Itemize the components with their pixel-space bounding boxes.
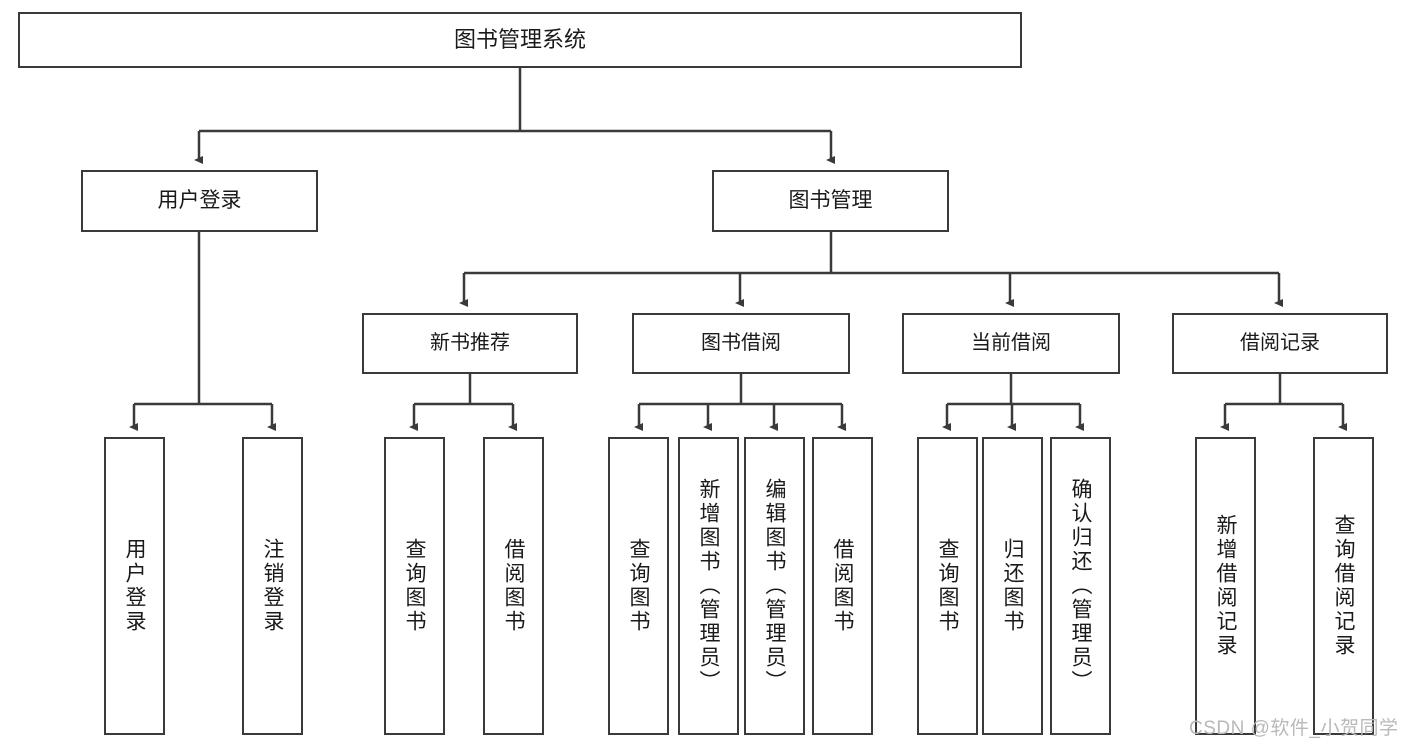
leaf-query-book-borrow[interactable]: 查询图书 [608, 437, 669, 735]
leaf-query-book-current[interactable]: 查询图书 [917, 437, 978, 735]
node-root-system[interactable]: 图书管理系统 [18, 12, 1022, 68]
node-label: 新增借阅记录 [1214, 514, 1237, 658]
node-borrow-record[interactable]: 借阅记录 [1172, 313, 1388, 374]
node-book-management[interactable]: 图书管理 [712, 170, 949, 232]
leaf-confirm-return-admin[interactable]: 确认归还（管理员） [1050, 437, 1111, 735]
node-label: 图书管理系统 [453, 27, 586, 53]
leaf-logout-login[interactable]: 注销登录 [242, 437, 303, 735]
node-label: 当前借阅 [971, 331, 1051, 354]
leaf-user-login[interactable]: 用户登录 [104, 437, 165, 735]
node-book-borrow[interactable]: 图书借阅 [632, 313, 850, 374]
node-label: 用户登录 [123, 538, 146, 634]
node-label: 查询图书 [403, 538, 426, 634]
node-label: 图书借阅 [701, 331, 781, 354]
leaf-query-book-recommend[interactable]: 查询图书 [384, 437, 445, 735]
leaf-borrow-book[interactable]: 借阅图书 [812, 437, 873, 735]
node-label: 查询图书 [627, 538, 650, 634]
leaf-return-book[interactable]: 归还图书 [982, 437, 1043, 735]
node-current-borrow[interactable]: 当前借阅 [902, 313, 1120, 374]
node-label: 用户登录 [157, 188, 242, 212]
node-label: 编辑图书（管理员） [763, 478, 786, 694]
node-label: 借阅图书 [831, 538, 854, 634]
node-new-book-recommend[interactable]: 新书推荐 [362, 313, 578, 374]
leaf-borrow-book-recommend[interactable]: 借阅图书 [483, 437, 544, 735]
leaf-add-book-admin[interactable]: 新增图书（管理员） [678, 437, 739, 735]
node-label: 新书推荐 [430, 331, 510, 354]
leaf-query-borrow-record[interactable]: 查询借阅记录 [1313, 437, 1374, 735]
node-label: 确认归还（管理员） [1069, 478, 1092, 694]
watermark-text: CSDN @软件_小贺同学 [1189, 718, 1399, 739]
node-label: 查询图书 [936, 538, 959, 634]
node-label: 借阅图书 [502, 538, 525, 634]
node-label: 注销登录 [261, 538, 284, 634]
node-label: 归还图书 [1001, 538, 1024, 634]
node-label: 查询借阅记录 [1332, 514, 1355, 658]
leaf-edit-book-admin[interactable]: 编辑图书（管理员） [744, 437, 805, 735]
node-user-login[interactable]: 用户登录 [81, 170, 318, 232]
leaf-add-borrow-record[interactable]: 新增借阅记录 [1195, 437, 1256, 735]
node-label: 新增图书（管理员） [697, 478, 720, 694]
node-label: 图书管理 [788, 188, 873, 212]
node-label: 借阅记录 [1240, 331, 1320, 354]
